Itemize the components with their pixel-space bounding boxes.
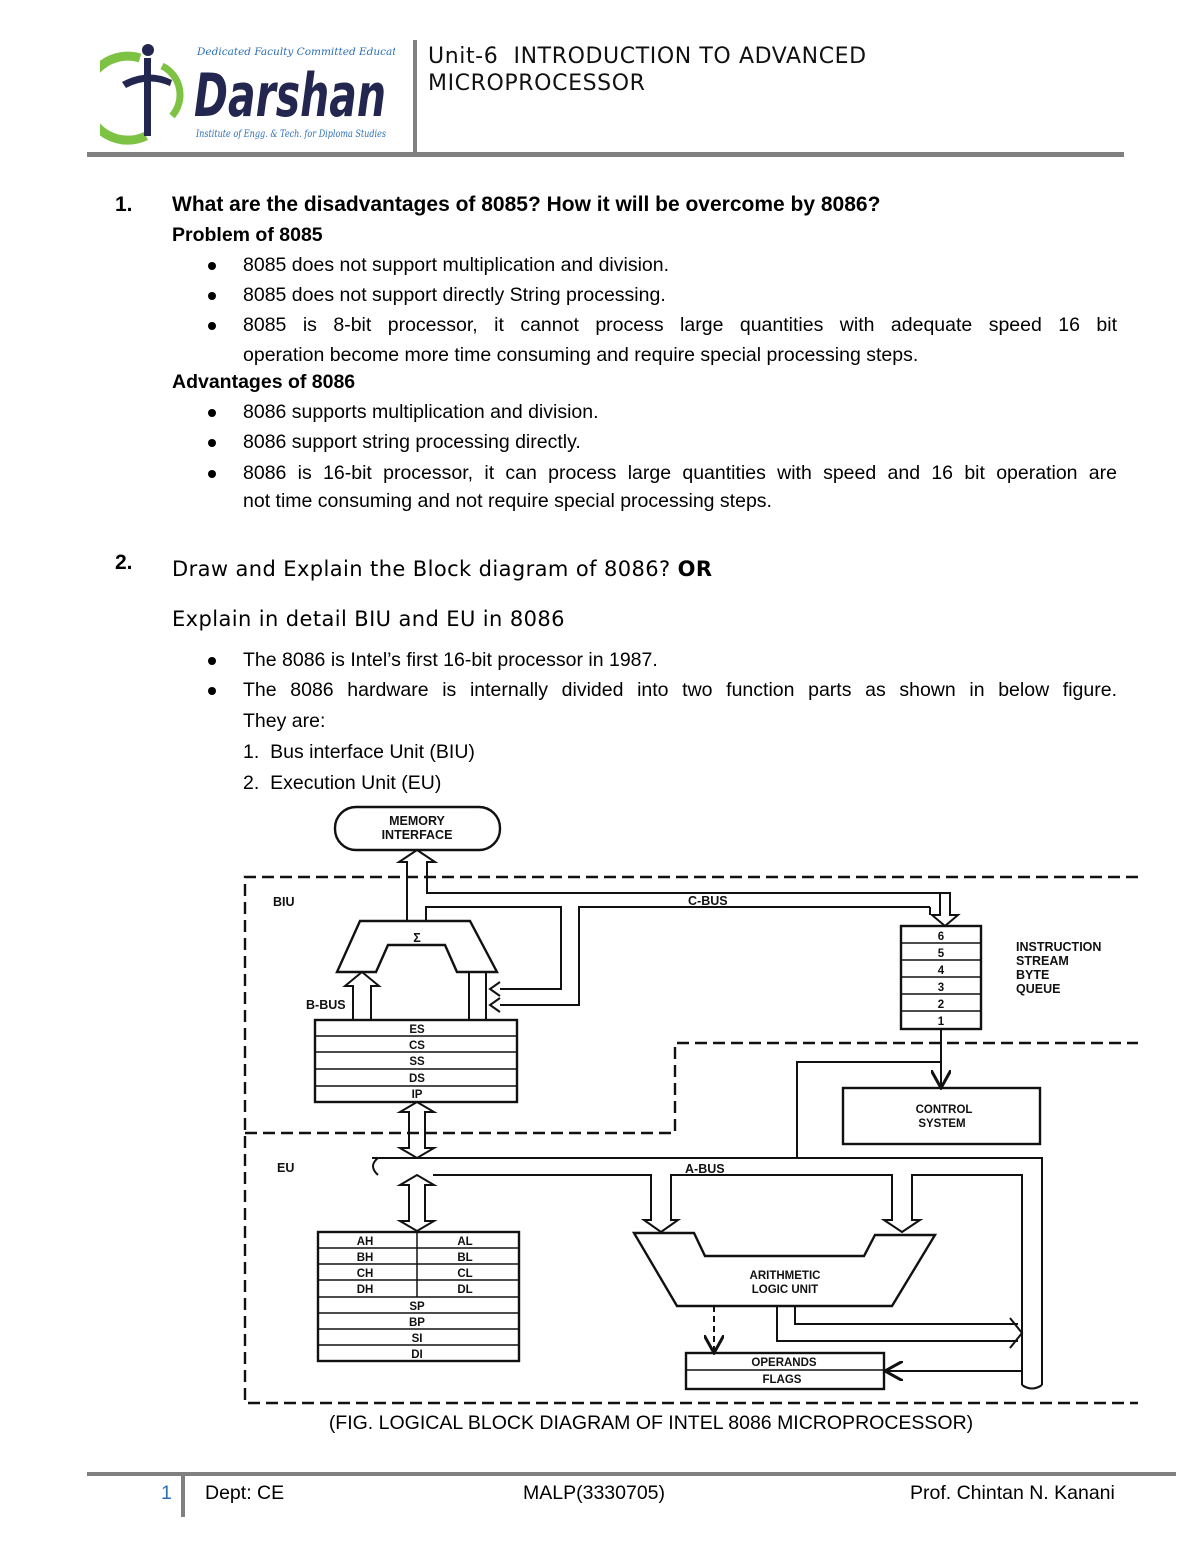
control-system-box	[841, 1086, 1042, 1146]
unit-title: Unit-6 INTRODUCTION TO ADVANCED MICROPRO…	[428, 43, 867, 97]
heading-part-a: Draw and Explain the Block diagram of 80…	[172, 557, 671, 581]
footer-rule	[87, 1472, 1176, 1476]
list-item: 8085 does not support directly String pr…	[243, 284, 666, 306]
register-label: SI	[412, 1333, 423, 1345]
register-label: DI	[411, 1349, 423, 1361]
control-system-label: SYSTEM	[918, 1118, 965, 1130]
register-label: CL	[457, 1268, 472, 1280]
register-label: SS	[409, 1056, 425, 1068]
queue-slot-label: 6	[938, 931, 944, 943]
list-item: 8085 is 8-bit processor, it cannot proce…	[243, 314, 1117, 336]
list-item: 8085 does not support multiplication and…	[243, 254, 670, 276]
biu-eu-divider	[245, 1041, 1138, 1135]
bullet-icon	[208, 687, 216, 695]
queue-label: INSTRUCTION	[1016, 940, 1101, 954]
question-heading-alt: Explain in detail BIU and EU in 8086	[172, 607, 565, 631]
memory-interface-label: INTERFACE	[382, 828, 453, 842]
c-bus-label: C-BUS	[688, 894, 728, 908]
list-item-continued: operation become more time consuming and…	[243, 344, 919, 366]
list-item: 8086 is 16-bit processor, it can process…	[243, 462, 1117, 484]
register-label: DL	[457, 1284, 472, 1296]
queue-slot-label: 2	[938, 999, 944, 1011]
header-rule	[87, 152, 1124, 157]
register-label: IP	[412, 1089, 423, 1101]
queue-slot-label: 3	[938, 982, 944, 994]
question-number: 2.	[115, 551, 133, 574]
b-bus-label: B-BUS	[306, 998, 346, 1012]
footer-dept: Dept: CE	[205, 1482, 285, 1504]
queue-slot-label: 5	[938, 948, 945, 960]
numbered-item: 1. Bus interface Unit (BIU)	[243, 741, 475, 763]
figure-caption: (FIG. LOGICAL BLOCK DIAGRAM OF INTEL 808…	[328, 1412, 974, 1434]
alu-label: LOGIC UNIT	[752, 1284, 818, 1296]
logo: Dedicated Faculty Committed Education Da…	[81, 40, 413, 145]
list-item-continued: They are:	[243, 710, 326, 732]
bullet-icon	[208, 470, 216, 478]
question-number: 1.	[115, 193, 133, 216]
register-label: BL	[457, 1252, 472, 1264]
header-divider	[413, 40, 417, 155]
list-item: 8086 support string processing directly.	[243, 431, 581, 453]
register-label: AH	[357, 1236, 374, 1248]
control-system-label: CONTROL	[916, 1104, 973, 1116]
unit-title-line1: Unit-6 INTRODUCTION TO ADVANCED	[428, 44, 867, 69]
register-label: BH	[357, 1252, 374, 1264]
operands-label: OPERANDS	[751, 1357, 817, 1369]
list-item-continued: not time consuming and not require speci…	[243, 490, 772, 512]
svg-text:Institute of Engg. & Tech. for: Institute of Engg. & Tech. for Diploma S…	[195, 128, 386, 140]
heading-or: OR	[677, 557, 713, 581]
unit-title-line2: MICROPROCESSOR	[428, 71, 646, 96]
adder-block	[335, 919, 499, 974]
bullet-icon	[208, 292, 216, 300]
biu-label: BIU	[273, 895, 295, 909]
queue-slot-label: 4	[938, 965, 945, 977]
footer-divider	[181, 1472, 185, 1517]
memory-interface-label: MEMORY	[389, 814, 445, 828]
svg-text:Dedicated Faculty Committed Ed: Dedicated Faculty Committed Education	[196, 46, 395, 58]
a-bus	[372, 1157, 1043, 1385]
flags-label: FLAGS	[763, 1374, 802, 1386]
question-heading: Draw and Explain the Block diagram of 80…	[172, 557, 712, 581]
question-heading: What are the disadvantages of 8085? How …	[172, 193, 881, 216]
list-item: 8086 supports multiplication and divisio…	[243, 401, 599, 423]
eu-label: EU	[277, 1161, 294, 1175]
bullet-icon	[208, 439, 216, 447]
alu-block	[631, 1231, 938, 1308]
register-label: BP	[409, 1317, 425, 1329]
biu-eu-boundary	[243, 875, 1138, 1405]
queue-label: BYTE	[1016, 968, 1049, 982]
register-label: DS	[409, 1073, 425, 1085]
b-bus-arrow	[342, 970, 382, 1019]
subheading-problem: Problem of 8085	[172, 224, 323, 246]
bullet-icon	[208, 322, 216, 330]
queue-label: STREAM	[1016, 954, 1069, 968]
subheading-advantages: Advantages of 8086	[172, 371, 356, 393]
a-bus-label: A-BUS	[685, 1162, 725, 1176]
list-item: The 8086 is Intel’s first 16-bit process…	[243, 649, 658, 671]
register-label: CH	[357, 1268, 374, 1280]
queue-slot-label: 1	[938, 1016, 945, 1028]
register-label: SP	[409, 1301, 425, 1313]
bullet-icon	[208, 262, 216, 270]
alu-label: ARITHMETIC	[750, 1270, 821, 1282]
bullet-icon	[208, 409, 216, 417]
page-number: 1	[161, 1482, 172, 1504]
adder-label: Σ	[413, 931, 421, 945]
register-label: CS	[409, 1040, 425, 1052]
list-item: The 8086 hardware is internally divided …	[243, 679, 1117, 701]
svg-text:Darshan: Darshan	[194, 61, 386, 131]
queue-label: QUEUE	[1016, 982, 1060, 996]
numbered-item: 2. Execution Unit (EU)	[243, 772, 442, 794]
register-label: ES	[409, 1024, 425, 1036]
register-label: DH	[357, 1284, 374, 1296]
footer-author: Prof. Chintan N. Kanani	[910, 1482, 1115, 1504]
footer-subject: MALP(3330705)	[523, 1482, 666, 1504]
bullet-icon	[208, 657, 216, 665]
register-label: AL	[457, 1236, 472, 1248]
